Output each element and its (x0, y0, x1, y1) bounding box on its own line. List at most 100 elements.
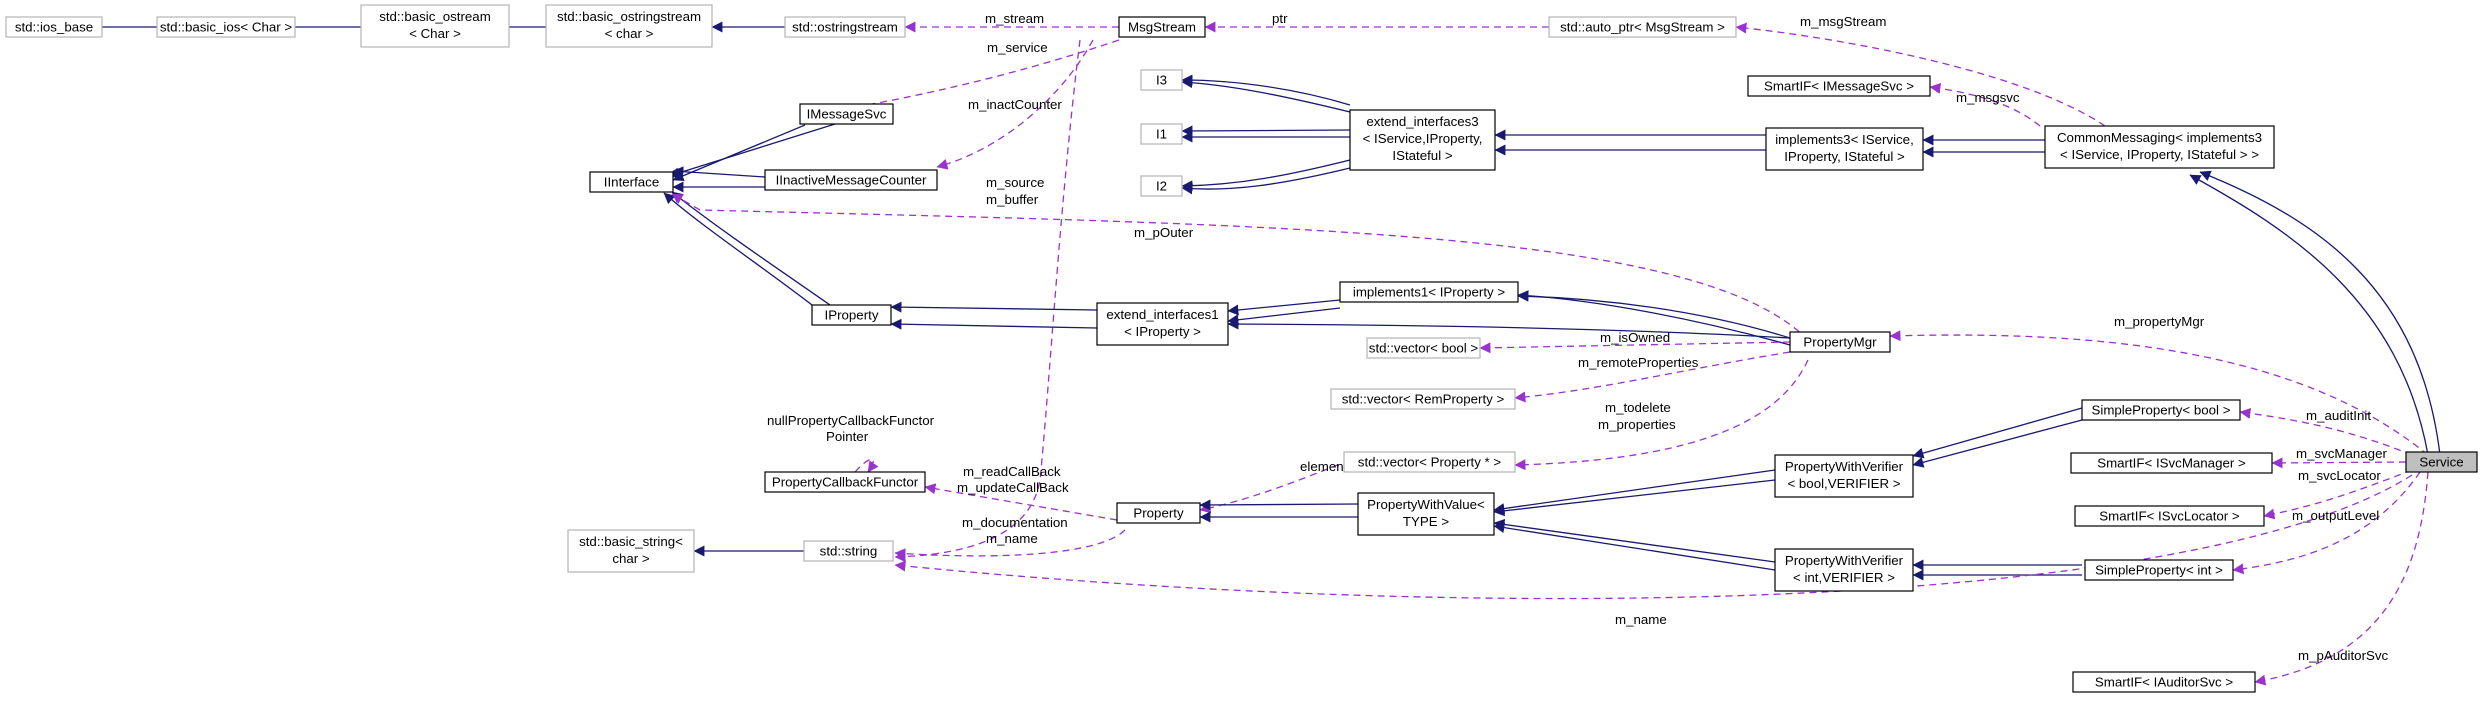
node-vector-bool[interactable]: std::vector< bool > (1366, 337, 1481, 359)
svg-text:PropertyMgr: PropertyMgr (1803, 335, 1877, 350)
node-smartif-imessagesvc[interactable]: SmartIF< IMessageSvc > (1747, 75, 1931, 97)
node-msgstream[interactable]: MsgStream (1118, 16, 1206, 38)
node-commonmessaging[interactable]: CommonMessaging< implements3 < IService,… (2044, 125, 2275, 169)
node-imessagesvc[interactable]: IMessageSvc (799, 103, 894, 125)
svg-text:Property: Property (1133, 506, 1184, 521)
svg-text:IInterface: IInterface (604, 175, 659, 190)
svg-text:std::basic_ostream: std::basic_ostream (379, 9, 491, 24)
svg-text:extend_interfaces1: extend_interfaces1 (1106, 307, 1218, 322)
edge-label-m-updatecallback: m_updateCallBack (957, 480, 1069, 495)
edge-label-m-remoteproperties: m_remoteProperties (1578, 355, 1699, 370)
node-vector-property-ptr[interactable]: std::vector< Property * > (1343, 451, 1516, 473)
inherit-edge-iinactive-to-iinterface (672, 166, 766, 178)
node-smartif-isvcmanager[interactable]: SmartIF< ISvcManager > (2070, 452, 2273, 474)
edge-label-m-properties: m_properties (1598, 417, 1676, 432)
svg-text:MsgStream: MsgStream (1128, 20, 1196, 35)
node-ostringstream[interactable]: std::ostringstream (784, 16, 906, 38)
svg-text:std::vector< RemProperty >: std::vector< RemProperty > (1342, 392, 1505, 407)
edge-label-m-svclocator: m_svcLocator (2298, 468, 2381, 483)
edge-label-ptr: ptr (1272, 11, 1288, 26)
node-propertycallbackfunctor[interactable]: PropertyCallbackFunctor (764, 471, 926, 493)
svg-text:std::vector< bool >: std::vector< bool > (1369, 341, 1479, 356)
svg-text:std::basic_string<: std::basic_string< (579, 534, 683, 549)
usage-edge-m-svcmanager (2271, 457, 2407, 469)
usage-edge-m-todelete-properties (1514, 359, 1809, 471)
inherit-edge-extend3-to-i1 (1181, 125, 1351, 137)
svg-text:std::basic_ostringstream: std::basic_ostringstream (557, 9, 701, 24)
svg-text:< char >: < char > (605, 26, 654, 41)
node-propertymgr[interactable]: PropertyMgr (1789, 331, 1891, 353)
node-basic-ostringstream[interactable]: std::basic_ostringstream < char > (545, 4, 713, 48)
svg-text:IProperty, IStateful >: IProperty, IStateful > (1784, 149, 1905, 164)
edge-label-null-callback-1: nullPropertyCallbackFunctor (767, 413, 935, 428)
edge-label-m-outputlevel: m_outputLevel (2292, 508, 2379, 523)
inherit-edge-extend3-to-i2 (1181, 159, 1351, 192)
node-iinterface[interactable]: IInterface (589, 171, 674, 193)
usage-edge-m-pouter (671, 193, 1809, 341)
usage-edge-m-propertymgr (1889, 330, 2429, 456)
node-i3[interactable]: I3 (1140, 69, 1183, 91)
svg-text:< Char >: < Char > (409, 26, 461, 41)
edge-label-m-svcmanager: m_svcManager (2296, 446, 2387, 461)
node-ios-base[interactable]: std::ios_base (5, 16, 103, 38)
usage-edge-m-service (820, 39, 1120, 117)
svg-text:implements3< IService,: implements3< IService, (1775, 132, 1914, 147)
edge-label-m-pouter: m_pOuter (1134, 225, 1194, 240)
node-property[interactable]: Property (1116, 502, 1201, 524)
svg-text:SmartIF< ISvcLocator >: SmartIF< ISvcLocator > (2099, 509, 2240, 524)
inherit-edge-sp-bool-to-pwver-bool-2 (1912, 419, 2083, 468)
usage-edge-m-svclocator (2263, 469, 2413, 520)
edge-label-m-documentation: m_documentation (962, 515, 1068, 530)
node-basic-ostream[interactable]: std::basic_ostream < Char > (360, 4, 510, 48)
node-basic-string[interactable]: std::basic_string< char > (567, 529, 695, 573)
usage-edge-m-source-buffer (894, 39, 1081, 563)
svg-text:std::basic_ios< Char >: std::basic_ios< Char > (160, 20, 293, 35)
node-implements1[interactable]: implements1< IProperty > (1339, 281, 1519, 303)
svg-text:std::auto_ptr< MsgStream >: std::auto_ptr< MsgStream > (1560, 20, 1725, 35)
node-smartif-iauditorsvc[interactable]: SmartIF< IAuditorSvc > (2072, 671, 2256, 693)
node-simpleproperty-int[interactable]: SimpleProperty< int > (2084, 559, 2234, 581)
node-extend-interfaces1[interactable]: extend_interfaces1 < IProperty > (1096, 302, 1229, 346)
svg-text:std::ios_base: std::ios_base (15, 20, 93, 35)
node-simpleproperty-bool[interactable]: SimpleProperty< bool > (2081, 399, 2241, 421)
node-implements3[interactable]: implements3< IService, IProperty, IState… (1765, 127, 1924, 171)
node-iproperty[interactable]: IProperty (811, 304, 892, 326)
usage-edge-m-documentation-name (894, 529, 1126, 560)
node-extend-interfaces3[interactable]: extend_interfaces3 < IService,IProperty,… (1349, 109, 1496, 171)
node-basic-ios[interactable]: std::basic_ios< Char > (156, 16, 296, 38)
usage-edge-m-auditinit (2239, 407, 2413, 456)
svg-text:SimpleProperty< int >: SimpleProperty< int > (2095, 563, 2223, 578)
node-vector-remproperty[interactable]: std::vector< RemProperty > (1330, 388, 1516, 410)
svg-text:implements1< IProperty >: implements1< IProperty > (1353, 285, 1505, 300)
svg-text:PropertyWithValue<: PropertyWithValue< (1367, 497, 1485, 512)
svg-text:I3: I3 (1156, 73, 1167, 88)
svg-text:PropertyCallbackFunctor: PropertyCallbackFunctor (772, 475, 919, 490)
node-service[interactable]: Service (2405, 451, 2478, 473)
inherit-edge-iproperty-to-iinterface (671, 191, 831, 306)
usage-edge-m-msgsvc (1929, 82, 2041, 127)
node-i1[interactable]: I1 (1140, 123, 1183, 145)
inherit-edge-service-to-commonmsg-2 (2199, 170, 2441, 456)
node-propertywithvalue[interactable]: PropertyWithValue< TYPE > (1357, 492, 1495, 536)
usage-edge-m-name-svc (894, 474, 2413, 600)
node-propertywithverifier-int[interactable]: PropertyWithVerifier < int,VERIFIER > (1774, 548, 1914, 592)
usage-edge-elements (1199, 459, 1351, 514)
node-smartif-isvclocator[interactable]: SmartIF< ISvcLocator > (2074, 505, 2265, 527)
inherit-edge-propmgr-to-extend1 (1227, 318, 1791, 339)
inherit-edge-imessagesvc-to-iinterface (668, 123, 836, 179)
inherit-edge-pwver-bool-to-pwv (1493, 469, 1776, 514)
svg-text:std::ostringstream: std::ostringstream (792, 20, 898, 35)
node-std-string[interactable]: std::string (803, 540, 894, 562)
node-i2[interactable]: I2 (1140, 175, 1183, 197)
node-propertywithverifier-bool[interactable]: PropertyWithVerifier < bool,VERIFIER > (1774, 454, 1914, 498)
svg-text:SmartIF< ISvcManager >: SmartIF< ISvcManager > (2097, 456, 2246, 471)
usage-edge-m-pauditorsvc (2254, 471, 2429, 686)
svg-text:I1: I1 (1156, 127, 1167, 142)
usage-edge-null-callback-self (854, 458, 879, 473)
inherit-edge-imessagesvc-to-iinterface-2 (672, 124, 806, 182)
node-auto-ptr[interactable]: std::auto_ptr< MsgStream > (1548, 16, 1737, 38)
node-iinactivemessagecounter[interactable]: IInactiveMessageCounter (764, 169, 938, 191)
edge-label-m-pauditorsvc: m_pAuditorSvc (2298, 648, 2389, 663)
svg-text:< int,VERIFIER >: < int,VERIFIER > (1793, 570, 1895, 585)
inherit-edge-extend3-to-i3-2 (1181, 77, 1351, 113)
